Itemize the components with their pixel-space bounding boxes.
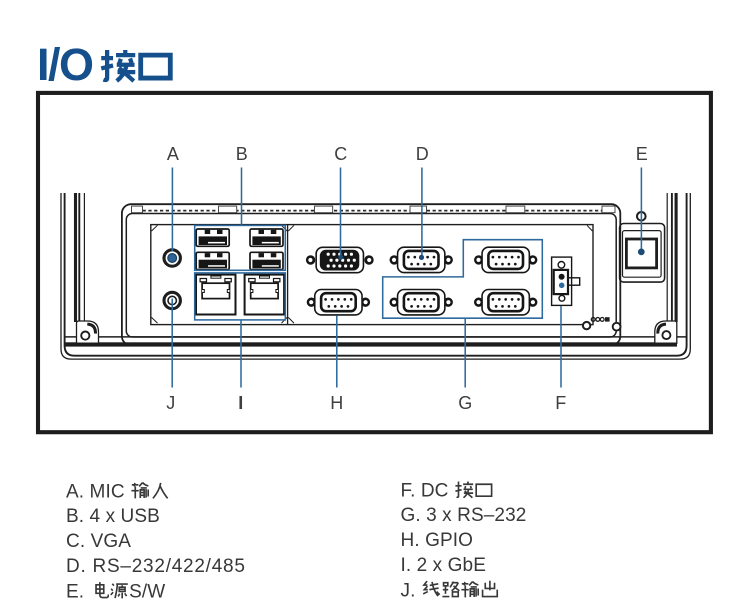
svg-text:J: J — [166, 393, 175, 413]
svg-text:D: D — [416, 144, 429, 164]
svg-text:I: I — [238, 393, 243, 413]
svg-text:E: E — [636, 144, 648, 164]
svg-text:C: C — [334, 144, 347, 164]
svg-text:G: G — [458, 393, 472, 413]
svg-text:F: F — [555, 393, 566, 413]
svg-text:A: A — [167, 144, 179, 164]
svg-text:B: B — [236, 144, 248, 164]
svg-text:H: H — [330, 393, 343, 413]
